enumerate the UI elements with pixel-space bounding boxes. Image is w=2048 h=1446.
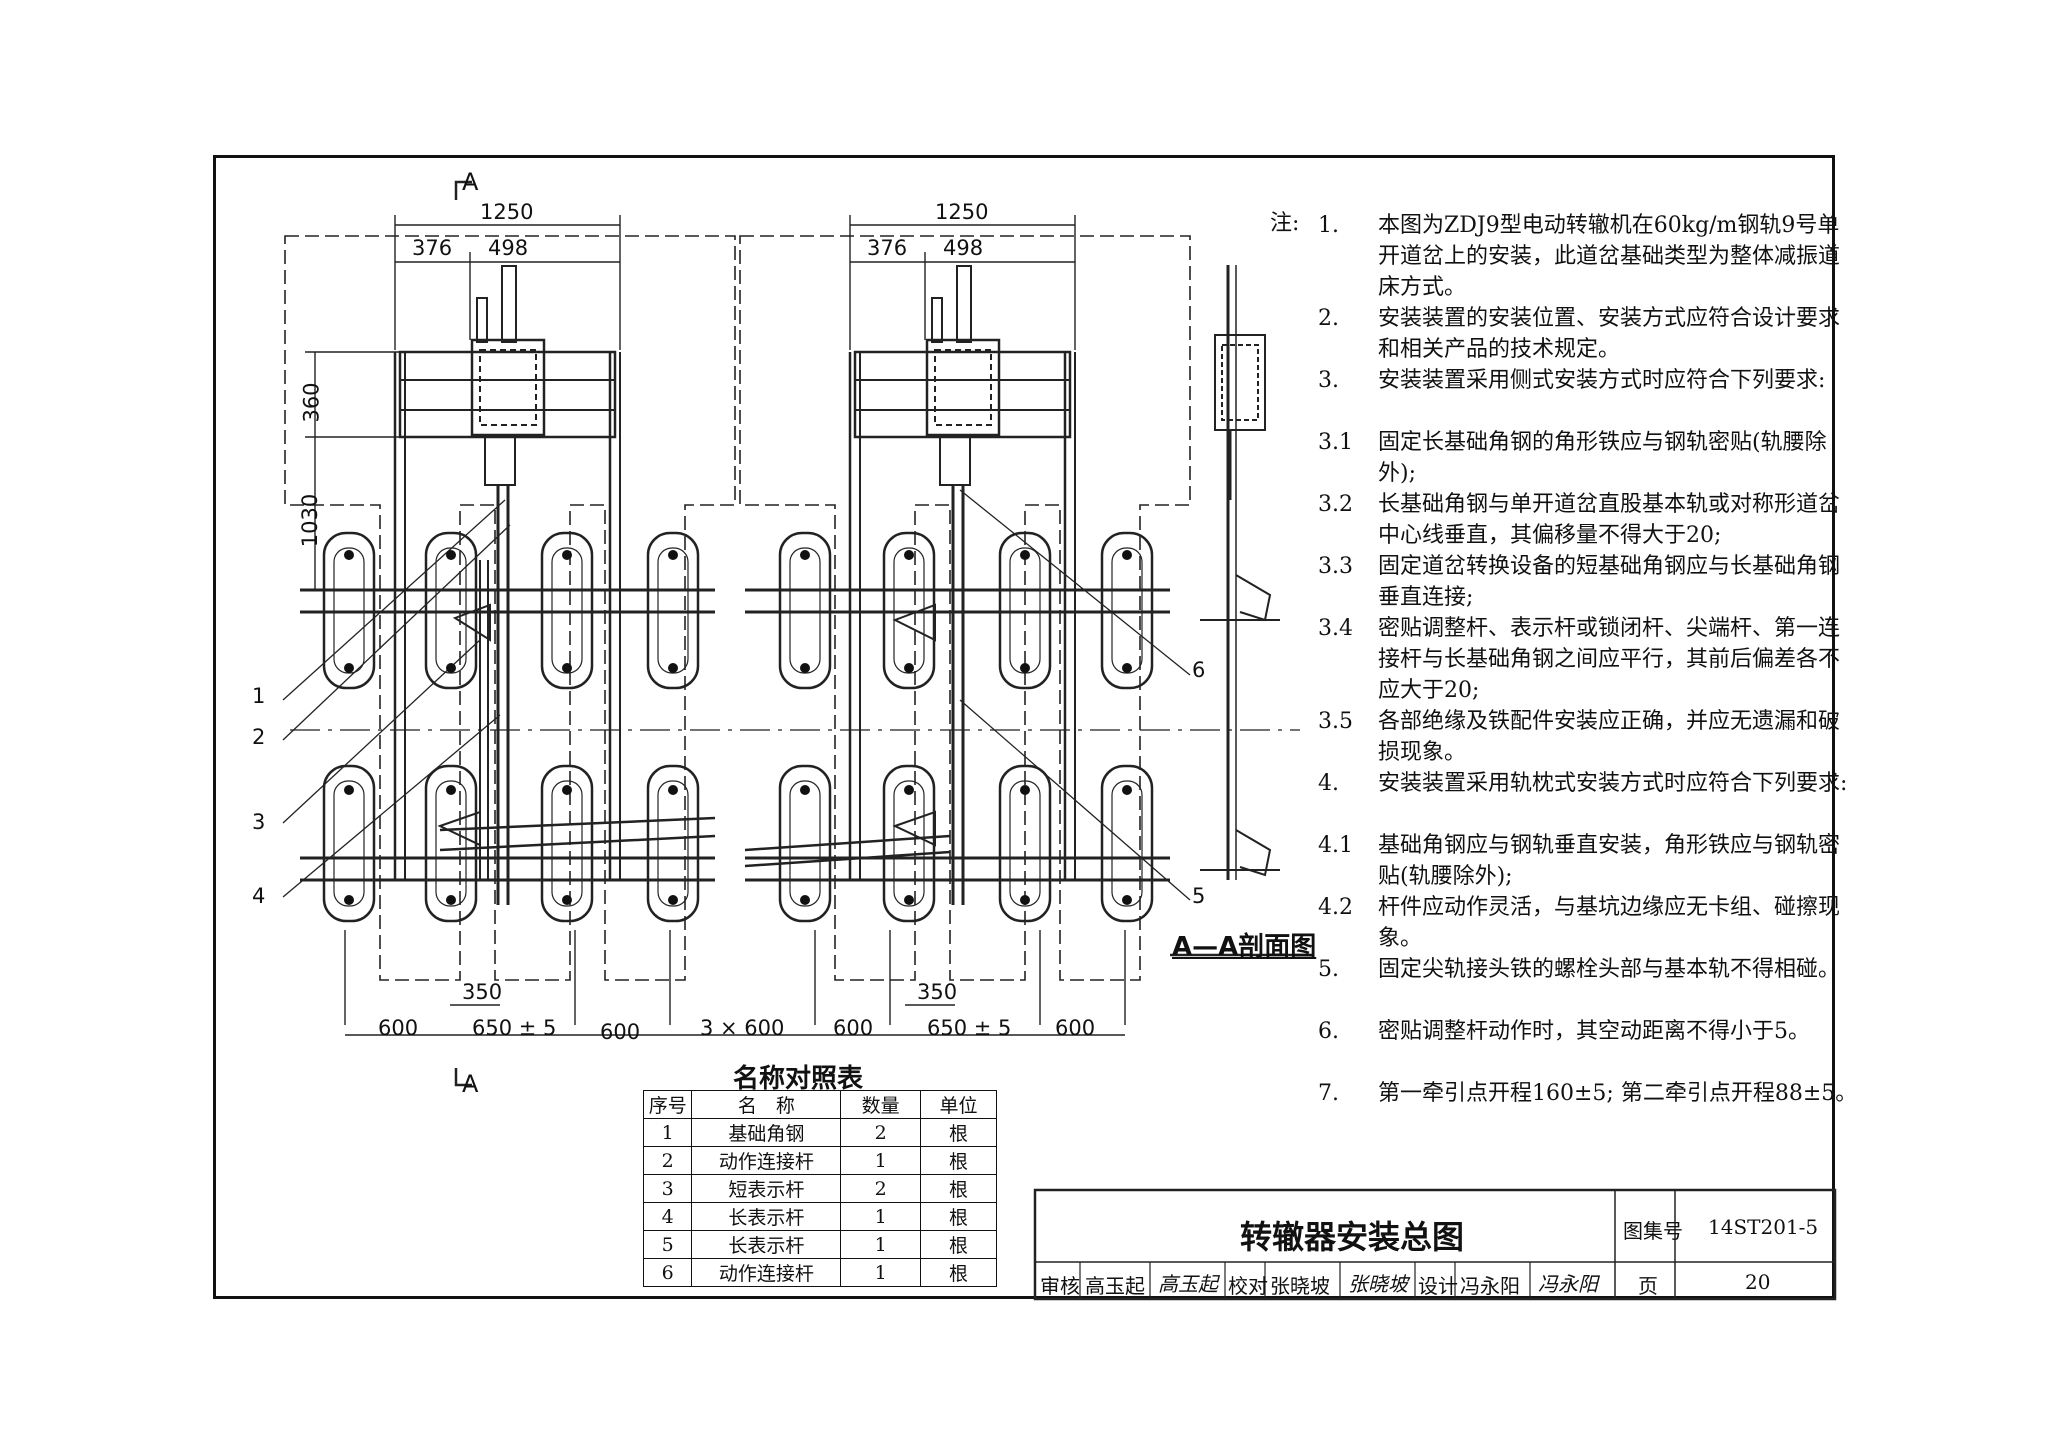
legend-cell: 1 (642, 1118, 693, 1147)
checker-signature: 张晓坡 (1348, 1272, 1408, 1296)
legend-cell: 1 (840, 1230, 922, 1259)
legend-cell: 1 (840, 1146, 922, 1175)
legend-cell: 2 (840, 1174, 922, 1203)
legend-cell: 短表示杆 (691, 1174, 842, 1203)
dim-spacing-e: 650 ± 5 (927, 1016, 1012, 1040)
legend-row: 5 长表示杆 1 根 (642, 1230, 997, 1259)
checker-name: 张晓坡 (1270, 1274, 1330, 1298)
legend-header: 序号 (642, 1090, 693, 1119)
dim-left-offset-right: 376 (867, 236, 908, 260)
dim-overall-width-left: 1250 (480, 200, 534, 224)
legend-cell: 动作连接杆 (691, 1146, 842, 1175)
drawing-frame (213, 155, 1835, 1299)
legend-cell: 动作连接杆 (691, 1258, 842, 1287)
dim-spacing-d: 600 (833, 1016, 874, 1040)
dim-right-offset-right: 498 (943, 236, 984, 260)
legend-row: 2 动作连接杆 1 根 (642, 1146, 997, 1175)
section-view-title: A—A剖面图 (1172, 932, 1317, 962)
right-assembly (739, 235, 1191, 981)
legend-cell: 1 (840, 1202, 922, 1231)
legend-cell: 2 (840, 1118, 922, 1147)
callout-2: 2 (252, 725, 266, 749)
legend-row: 1 基础角钢 2 根 (642, 1118, 997, 1147)
page-label: 页 (1638, 1274, 1658, 1298)
dim-spacing-c: 600 (600, 1020, 641, 1044)
callout-4: 4 (252, 884, 266, 908)
legend-cell: 根 (920, 1174, 997, 1203)
legend-title: 名称对照表 (733, 1064, 864, 1094)
check-label: 校对 (1228, 1274, 1268, 1298)
section-mark-top: A (462, 168, 479, 196)
review-label: 审核 (1040, 1274, 1080, 1298)
reviewer-name: 高玉起 (1085, 1274, 1145, 1298)
atlas-label: 图集号 (1623, 1219, 1683, 1243)
drawing-title: 转辙器安装总图 (1240, 1218, 1465, 1256)
legend-cell: 根 (920, 1118, 997, 1147)
dim-inner-right: 350 (917, 980, 958, 1004)
callout-1: 1 (252, 684, 266, 708)
legend-row: 6 动作连接杆 1 根 (642, 1258, 997, 1287)
legend-cell: 4 (642, 1202, 693, 1231)
legend-cell: 基础角钢 (691, 1118, 842, 1147)
legend-cell: 根 (920, 1230, 997, 1259)
legend-cell: 根 (920, 1258, 997, 1287)
designer-name: 冯永阳 (1460, 1274, 1520, 1298)
dim-spacing-b: 650 ± 5 (472, 1016, 557, 1040)
callout-3: 3 (252, 810, 266, 834)
legend-cell: 3 (642, 1174, 693, 1203)
dim-total-height: 1030 (298, 493, 323, 548)
callout-6: 6 (1192, 658, 1206, 682)
dim-overall-width-right: 1250 (935, 200, 989, 224)
dim-inner-left: 350 (462, 980, 503, 1004)
callout-5: 5 (1192, 884, 1206, 908)
dim-upper-height: 360 (299, 382, 324, 423)
dim-spacing-f: 600 (1055, 1016, 1096, 1040)
reviewer-signature: 高玉起 (1158, 1272, 1218, 1296)
legend-cell: 根 (920, 1146, 997, 1175)
notes-head: 注: (1270, 211, 1300, 236)
legend-row: 4 长表示杆 1 根 (642, 1202, 997, 1231)
legend-cell: 1 (840, 1258, 922, 1287)
legend-cell: 6 (642, 1258, 693, 1287)
design-label: 设计 (1418, 1274, 1458, 1298)
legend-header-row: 序号 名 称 数量 单位 (642, 1090, 997, 1119)
legend-table: 序号 名 称 数量 单位 1 基础角钢 2 根 2 动作连接杆 1 根 3 短表… (642, 1090, 997, 1287)
legend-header: 名 称 (691, 1090, 842, 1119)
designer-signature: 冯永阳 (1538, 1272, 1598, 1296)
section-mark-bottom: A (462, 1070, 479, 1098)
legend-header: 数量 (840, 1090, 922, 1119)
legend-cell: 2 (642, 1146, 693, 1175)
dim-left-offset-left: 376 (412, 236, 453, 260)
left-assembly (284, 235, 736, 981)
legend-cell: 长表示杆 (691, 1202, 842, 1231)
atlas-number: 14ST201-5 (1708, 1215, 1819, 1239)
page-number: 20 (1745, 1270, 1771, 1294)
legend-cell: 根 (920, 1202, 997, 1231)
legend-row: 3 短表示杆 2 根 (642, 1174, 997, 1203)
legend-cell: 长表示杆 (691, 1230, 842, 1259)
dim-between: 3 × 600 (700, 1016, 785, 1040)
dim-right-offset-left: 498 (488, 236, 529, 260)
section-view (1170, 265, 1310, 957)
dim-spacing-a: 600 (378, 1016, 419, 1040)
legend-header: 单位 (920, 1090, 997, 1119)
legend-cell: 5 (642, 1230, 693, 1259)
